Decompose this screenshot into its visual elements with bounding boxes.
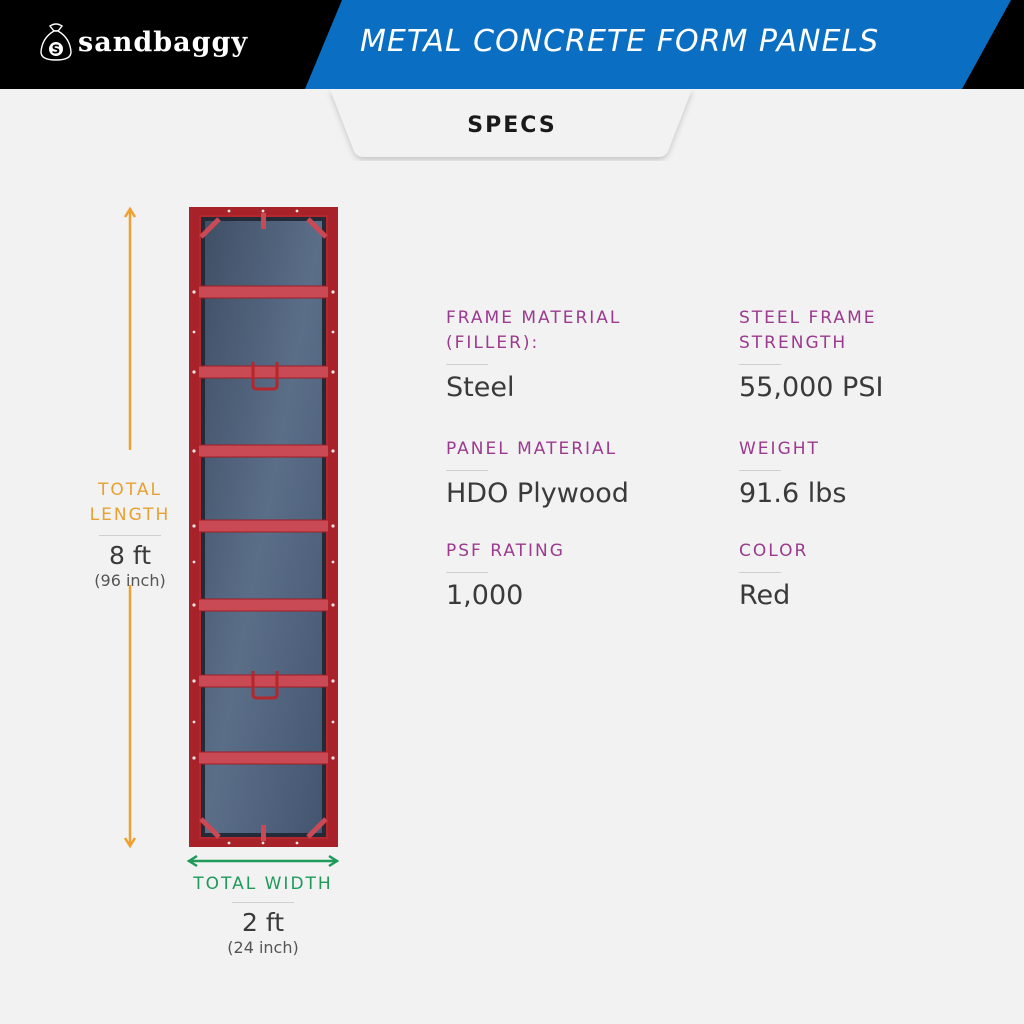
money-bag-icon: S bbox=[40, 23, 72, 61]
divider bbox=[446, 572, 488, 573]
total-length-inches: (96 inch) bbox=[94, 571, 166, 590]
spec-value: Steel bbox=[446, 372, 515, 403]
spec-label: COLOR bbox=[739, 541, 809, 561]
spec-value: 55,000 PSI bbox=[739, 372, 884, 403]
spec-label: STEEL FRAME bbox=[739, 308, 877, 328]
spec-label: PANEL MATERIAL bbox=[446, 439, 618, 459]
spec-value: HDO Plywood bbox=[446, 478, 629, 509]
spec-psf-rating: PSF RATING 1,000 bbox=[446, 539, 706, 613]
divider bbox=[446, 364, 488, 365]
width-arrow-icon bbox=[186, 854, 340, 868]
spec-steel-frame-strength: STEEL FRAME STRENGTH 55,000 PSI bbox=[739, 306, 999, 405]
spec-frame-material: FRAME MATERIAL (FILLER): Steel bbox=[446, 306, 706, 405]
spec-panel-material: PANEL MATERIAL HDO Plywood bbox=[446, 437, 706, 511]
spec-value: 1,000 bbox=[446, 580, 524, 611]
total-width-label: TOTAL WIDTH bbox=[193, 874, 333, 894]
total-length-block: TOTAL LENGTH 8 ft (96 inch) bbox=[75, 478, 185, 591]
brand-logo: S sandbaggy bbox=[38, 22, 248, 62]
divider bbox=[446, 470, 488, 471]
spec-label: STRENGTH bbox=[739, 333, 848, 353]
spec-label: WEIGHT bbox=[739, 439, 820, 459]
total-width-inches: (24 inch) bbox=[227, 938, 299, 957]
total-length-value: 8 ft bbox=[108, 541, 152, 570]
divider bbox=[99, 535, 161, 536]
divider bbox=[739, 572, 781, 573]
total-width-value: 2 ft bbox=[241, 908, 285, 937]
spec-label: (FILLER): bbox=[446, 333, 540, 353]
specs-tab bbox=[330, 89, 692, 157]
spec-value: Red bbox=[739, 580, 791, 611]
total-length-label-line2: LENGTH bbox=[89, 505, 171, 525]
header-bar: S sandbaggy METAL CONCRETE FORM PANELS bbox=[0, 0, 1024, 89]
spec-value: 91.6 lbs bbox=[739, 478, 847, 509]
divider bbox=[739, 364, 781, 365]
total-length-label-line1: TOTAL bbox=[98, 480, 162, 500]
spec-label: FRAME MATERIAL bbox=[446, 308, 622, 328]
brand-name: sandbaggy bbox=[78, 26, 249, 58]
form-panel-image bbox=[189, 207, 338, 847]
spec-label: PSF RATING bbox=[446, 541, 565, 561]
header-blue-band bbox=[305, 0, 1011, 89]
spec-color: COLOR Red bbox=[739, 539, 999, 613]
total-width-block: TOTAL WIDTH 2 ft (24 inch) bbox=[180, 873, 346, 958]
spec-weight: WEIGHT 91.6 lbs bbox=[739, 437, 999, 511]
page-title: METAL CONCRETE FORM PANELS bbox=[360, 24, 880, 59]
specs-tab-label: SPECS bbox=[467, 113, 557, 138]
divider bbox=[232, 902, 294, 903]
length-arrow-icon bbox=[123, 206, 137, 849]
divider bbox=[739, 470, 781, 471]
svg-text:S: S bbox=[52, 43, 61, 57]
